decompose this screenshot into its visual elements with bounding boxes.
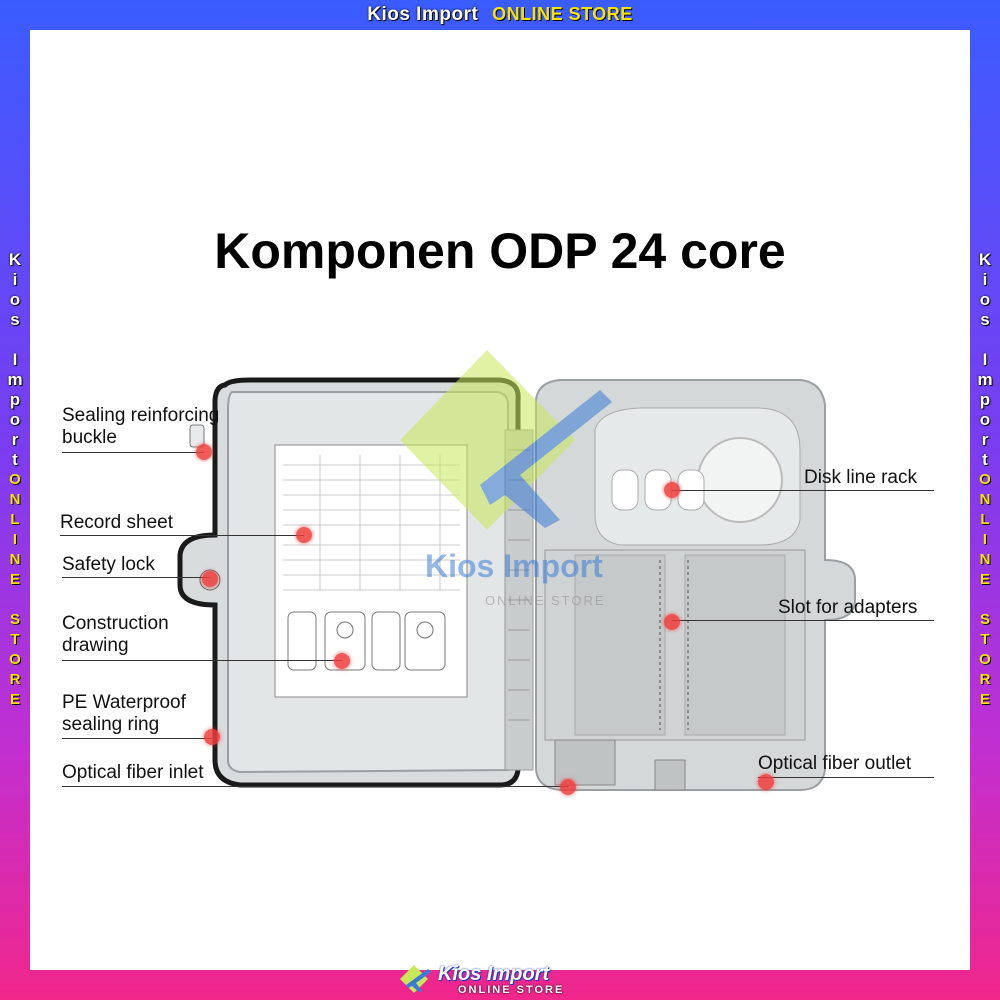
side-tagline-letter: N <box>9 551 21 568</box>
side-brand-letter: t <box>982 450 988 469</box>
door-panel <box>177 377 521 788</box>
leader-line <box>62 577 210 578</box>
side-tagline-letter: I <box>982 531 988 548</box>
label-safety-lock: Safety lock <box>62 554 155 575</box>
side-brand-letter: i <box>982 270 988 289</box>
side-brand-letter: r <box>11 430 19 449</box>
side-brand-letter: o <box>979 410 991 429</box>
label-pe-sealing-ring: PE Waterproof sealing ring <box>62 692 186 736</box>
side-tagline-letter: O <box>9 471 21 488</box>
label-fiber-outlet: Optical fiber outlet <box>758 753 912 774</box>
side-brand-letter: p <box>979 390 991 409</box>
side-brand-letter: o <box>9 410 21 429</box>
side-tagline-letter: N <box>979 491 991 508</box>
marker-dot <box>334 653 350 669</box>
marker-dot <box>196 444 212 460</box>
label-disk-line-rack: Disk line rack <box>804 467 917 488</box>
label-line-1: PE Waterproof <box>62 692 186 713</box>
side-tagline-letter: R <box>9 671 21 688</box>
leader-line <box>60 535 304 536</box>
footer-tagline: ONLINE STORE <box>458 984 565 996</box>
label-line-1: Construction <box>62 613 169 634</box>
label-line-2: buckle <box>62 427 117 448</box>
watermark-brand: Kios Import <box>425 548 603 584</box>
leader-line <box>672 490 934 491</box>
label-record-sheet: Record sheet <box>60 512 174 533</box>
side-tagline-letter: E <box>979 691 990 708</box>
side-brand-letter: p <box>9 390 21 409</box>
footer-logo: Kios Import ONLINE STORE <box>400 963 600 997</box>
side-tagline-letter: S <box>979 611 990 628</box>
leader-line <box>62 738 212 739</box>
marker-dot <box>202 571 218 587</box>
marker-dot <box>204 729 220 745</box>
side-tagline-letter: R <box>979 671 991 688</box>
side-brand-letter: K <box>8 250 22 269</box>
marker-dot <box>296 527 312 543</box>
side-brand-letter: m <box>977 370 993 389</box>
label-fiber-inlet: Optical fiber inlet <box>62 762 204 783</box>
page-title: Komponen ODP 24 core <box>214 223 786 279</box>
side-brand-letter: K <box>978 250 992 269</box>
leader-line <box>758 777 934 778</box>
label-construction-drawing: Construction drawing <box>62 613 169 657</box>
side-tagline-letter: E <box>9 571 20 588</box>
marker-dot <box>664 482 680 498</box>
side-tagline-letter: O <box>979 651 991 668</box>
plane-logo-icon <box>400 965 431 993</box>
label-sealing-buckle: Sealing reinforcing buckle <box>62 405 219 449</box>
side-tagline-letter: T <box>10 631 20 648</box>
top-banner: Kios Import ONLINE STORE <box>0 4 1000 26</box>
side-tagline-letter: L <box>10 511 20 528</box>
side-brand-letter: I <box>982 350 988 369</box>
side-tagline-letter: E <box>9 691 20 708</box>
side-brand-letter: o <box>979 290 991 309</box>
leader-line <box>672 620 934 621</box>
side-tagline-letter: T <box>980 631 990 648</box>
side-tagline-letter: N <box>979 551 991 568</box>
watermark-tagline: ONLINE STORE <box>485 593 606 608</box>
leader-line <box>62 786 568 787</box>
marker-dot <box>758 774 774 790</box>
side-tagline-letter: L <box>980 511 990 528</box>
side-brand-letter: t <box>12 450 18 469</box>
label-line-1: Sealing reinforcing <box>62 405 220 426</box>
side-brand-letter: r <box>981 430 989 449</box>
marker-dot <box>560 779 576 795</box>
footer-brand: Kios Import <box>438 963 550 985</box>
leader-line <box>62 660 342 661</box>
side-tagline-letter: O <box>9 651 21 668</box>
side-tagline-letter: O <box>979 471 991 488</box>
record-sheet-paper <box>274 444 468 698</box>
side-tagline-letter: E <box>979 571 990 588</box>
side-tagline-letter: S <box>9 611 20 628</box>
side-brand-letter: s <box>980 310 990 329</box>
tray-panel <box>504 379 856 791</box>
leader-line <box>62 452 204 453</box>
marker-dot <box>664 614 680 630</box>
banner-tagline: ONLINE STORE <box>492 4 633 24</box>
side-brand-letter: m <box>7 370 23 389</box>
label-line-2: drawing <box>62 635 129 656</box>
side-tagline-letter: I <box>12 531 18 548</box>
side-brand-letter: I <box>12 350 18 369</box>
label-line-2: sealing ring <box>62 714 160 735</box>
banner-brand: Kios Import <box>367 4 479 25</box>
side-tagline-letter: N <box>9 491 21 508</box>
side-brand-letter: o <box>9 290 21 309</box>
side-brand-letter: i <box>12 270 18 289</box>
label-slot-adapters: Slot for adapters <box>778 597 918 618</box>
side-brand-letter: s <box>10 310 20 329</box>
watermark-logo <box>400 350 612 530</box>
